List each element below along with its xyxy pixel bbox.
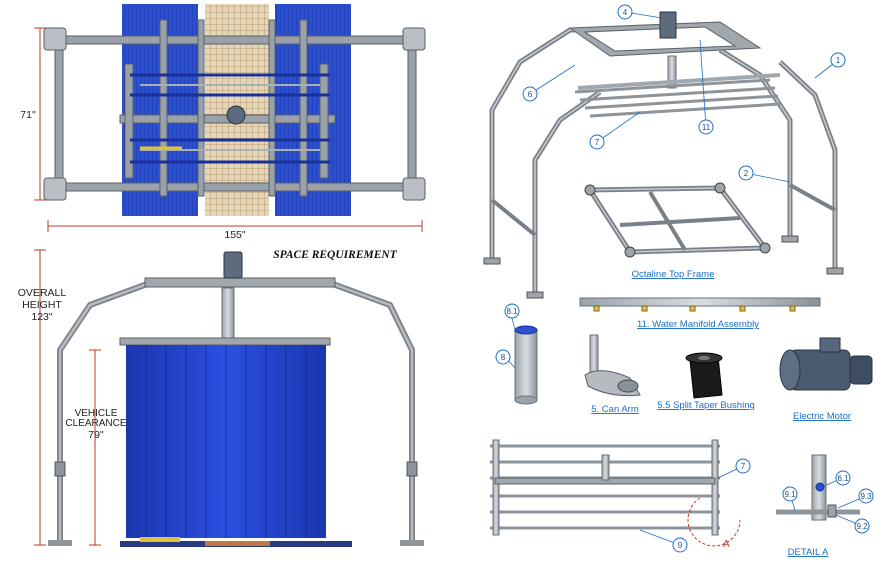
caption-bushing[interactable]: 5.5 Split Taper Bushing xyxy=(657,400,755,411)
callouts xyxy=(495,4,874,553)
callout-6: 6 xyxy=(528,90,533,99)
bar-assembly xyxy=(490,439,741,547)
callout-9-1: 9.1 xyxy=(784,490,796,499)
clearance-value: 79" xyxy=(88,429,104,441)
water-manifold xyxy=(579,297,821,312)
callout-numbers: 1 2 4 6 7 11 8 8.1 7 9 6.1 9.1 9.3 9.2 xyxy=(501,8,872,550)
electric-motor xyxy=(779,337,873,391)
bushing-part xyxy=(685,352,723,399)
caption-top-frame[interactable]: Octaline Top Frame xyxy=(632,269,715,280)
callout-11: 11 xyxy=(702,123,711,132)
width-dimension: 155" xyxy=(224,229,246,241)
detail-a xyxy=(776,454,860,521)
callout-9-3: 9.3 xyxy=(860,492,872,501)
callout-7-bar: 7 xyxy=(741,462,746,471)
overall-height-label-1: OVERALL xyxy=(18,287,67,299)
callout-9-2: 9.2 xyxy=(856,522,868,531)
caption-detail[interactable]: DETAIL A xyxy=(788,547,829,558)
space-requirement-title: SPACE REQUIREMENT xyxy=(273,249,397,261)
tube-part xyxy=(514,325,538,405)
callout-2: 2 xyxy=(744,169,749,178)
callout-1: 1 xyxy=(836,56,841,65)
callout-6-1: 6.1 xyxy=(837,474,849,483)
isometric-frame xyxy=(483,11,844,299)
clearance-label-1: VEHICLE xyxy=(75,408,118,419)
caption-manifold[interactable]: 11. Water Manifold Assembly xyxy=(637,319,759,330)
plan-view: 71" 155" xyxy=(20,4,426,241)
callout-7: 7 xyxy=(595,138,600,147)
callout-8-1: 8.1 xyxy=(506,307,518,316)
callout-8: 8 xyxy=(501,353,506,362)
elevation-view: OVERALL HEIGHT 123" VEHICLE CLEARANCE 79… xyxy=(18,249,424,547)
octaline-top-frame xyxy=(584,182,771,258)
overall-height-value: 123" xyxy=(31,311,53,323)
detail-marker: A xyxy=(723,539,730,550)
caption-can-arm[interactable]: 5. Can Arm xyxy=(591,404,639,415)
overall-height-label-2: HEIGHT xyxy=(22,299,62,311)
can-arm-part xyxy=(584,334,641,397)
callout-4: 4 xyxy=(623,8,628,17)
callout-9: 9 xyxy=(678,541,683,550)
clearance-label-2: CLEARANCE xyxy=(65,418,126,429)
depth-dimension: 71" xyxy=(20,109,36,121)
caption-motor[interactable]: Electric Motor xyxy=(793,411,851,422)
